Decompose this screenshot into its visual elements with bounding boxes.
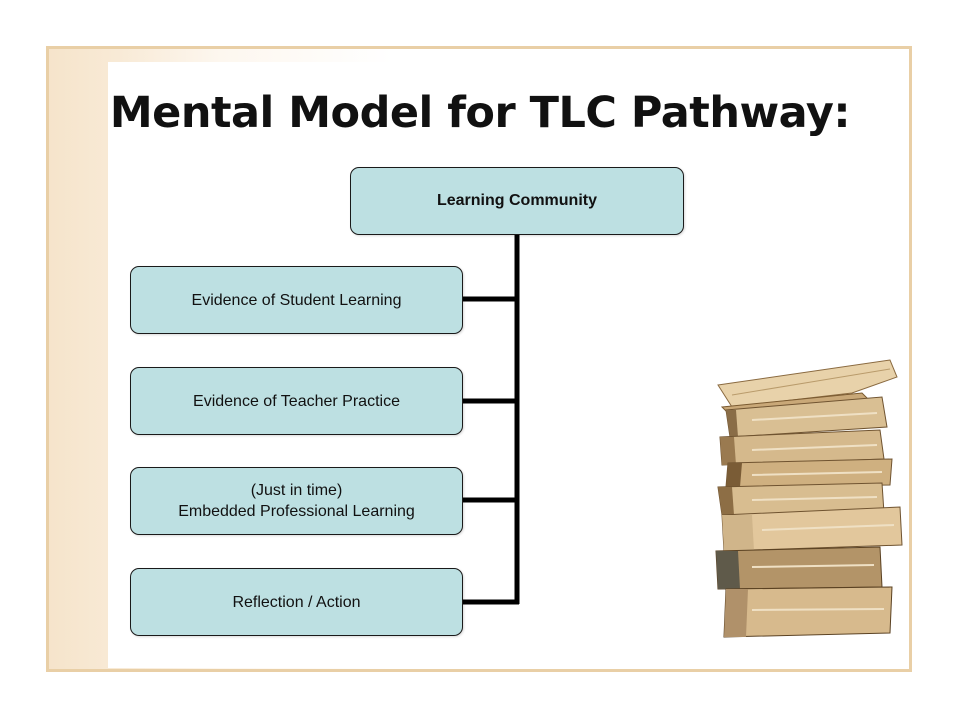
- book-stack-image: [715, 359, 903, 638]
- child-node-teacher-practice: Evidence of Teacher Practice: [130, 367, 463, 435]
- slide-title: Mental Model for TLC Pathway:: [109, 88, 851, 138]
- root-node-learning-community: Learning Community: [350, 167, 684, 235]
- child-node-embedded-learning: (Just in time) Embedded Professional Lea…: [130, 467, 463, 535]
- child-node-reflection-action: Reflection / Action: [130, 568, 463, 636]
- child-node-student-learning: Evidence of Student Learning: [130, 266, 463, 334]
